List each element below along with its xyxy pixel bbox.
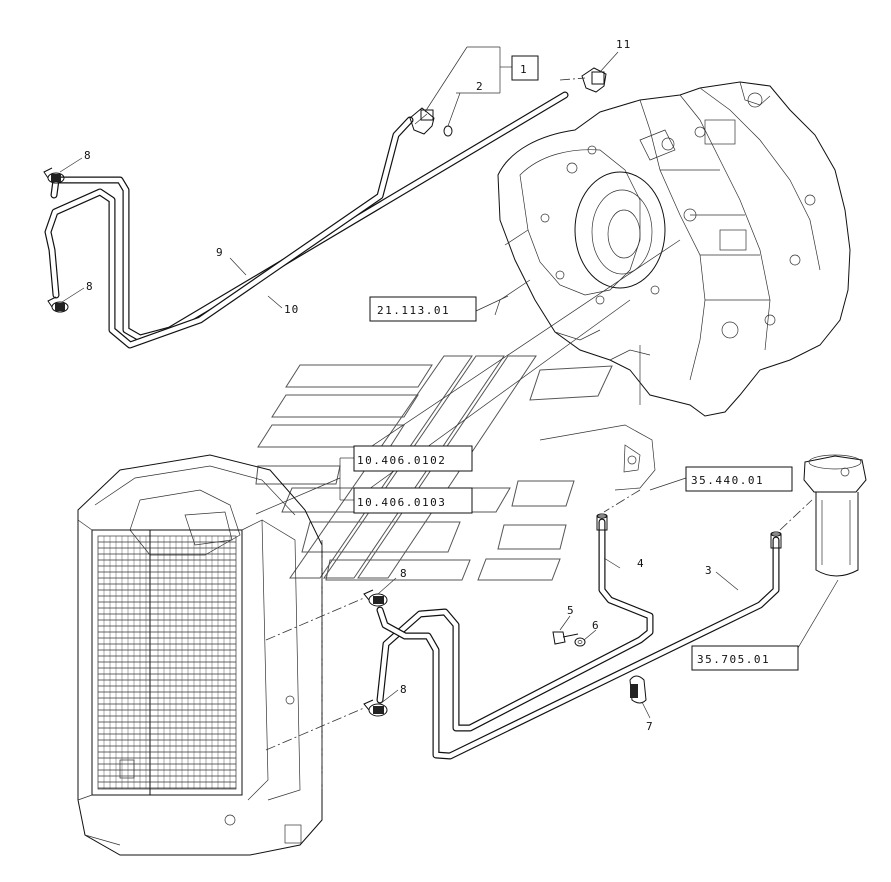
callout-8-upper-top: 8 [84,149,92,162]
elbow-fitting-left [409,107,435,135]
oil-filter [803,454,867,577]
ref-box-35-440-01[interactable] [685,466,793,492]
ref-box-10-406-0103[interactable] [353,487,473,514]
lower-pipe-3 [376,536,780,760]
ref-code-10-406-0102: 10.406.0102 [357,454,446,467]
clamp-upper-top [43,167,65,184]
ref-code-10-406-0103: 10.406.0103 [357,496,446,509]
ref-code-35-440-01: 35.440.01 [691,474,764,487]
ref-code-35-705-01: 35.705.01 [697,653,770,666]
fitting-bracket [539,424,656,491]
clamp-lower-bottom [363,699,388,717]
radiator-assembly [77,454,323,856]
upper-pipe-10 [44,116,414,349]
callout-9: 9 [216,246,224,259]
callout-8-upper-bottom: 8 [86,280,94,293]
callout-8-lower-top: 8 [400,567,408,580]
dash-lines [265,77,813,790]
callout-2: 2 [476,80,484,93]
clamp-7 [629,675,647,704]
callout-8-lower-bottom: 8 [400,683,408,696]
callout-4: 4 [637,557,645,570]
ref-code-21-113-01: 21.113.01 [377,304,450,317]
callout-7: 7 [646,720,654,733]
o-ring-2 [443,125,453,137]
ref-box-35-705-01[interactable] [691,645,799,671]
elbow-fitting-11 [581,67,607,93]
callout-11: 11 [616,38,631,51]
transmission-housing [494,81,851,417]
lower-pipe-4 [376,518,654,732]
ref-box-1 [511,55,539,81]
callout-1: 1 [520,63,528,76]
ref-box-10-406-0102[interactable] [353,445,473,472]
callout-6: 6 [592,619,600,632]
pipe-end-fittings [596,513,782,549]
bolt-5 [552,631,579,645]
upper-pipe-9 [50,91,569,342]
callout-10: 10 [284,303,299,316]
ref-box-21-113-01[interactable] [369,296,477,322]
clamp-upper-bottom [47,296,69,313]
callout-5: 5 [567,604,575,617]
washer-6 [574,637,586,647]
callout-3: 3 [705,564,713,577]
clamp-lower-top [363,589,388,607]
